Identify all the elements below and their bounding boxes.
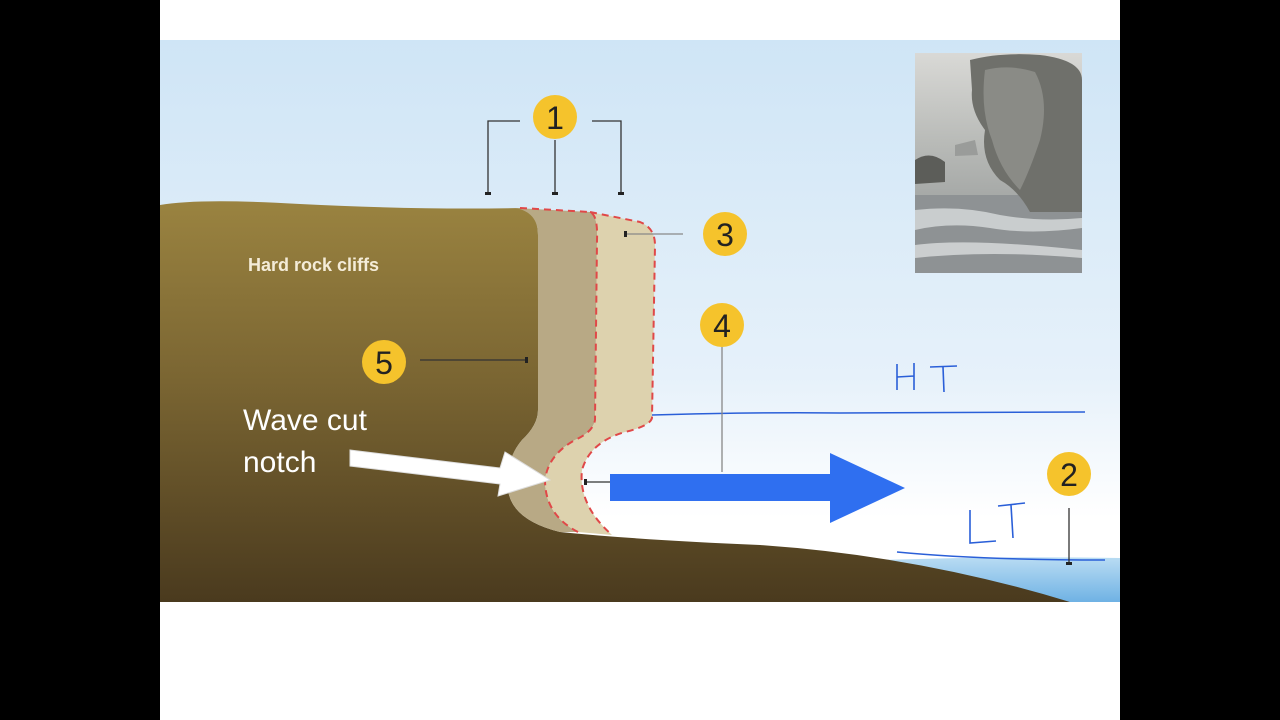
boundary-line-1 [519,207,599,533]
low-tide-handwritten [969,502,1026,544]
leader-lines [420,120,1070,563]
high-tide-line [651,411,1086,416]
svg-text:2: 2 [1060,457,1078,493]
sea-water [880,557,1120,602]
svg-text:5: 5 [375,345,393,381]
hard-rock-cliff [160,201,1070,602]
svg-text:3: 3 [716,217,734,253]
svg-text:1: 1 [546,100,564,136]
high-tide-handwritten [896,363,958,393]
leader-dots [485,192,1072,565]
boundary-line-2 [580,211,657,536]
sea-stack-photo [915,53,1082,273]
eroded-layer-2 [545,212,655,535]
notch-pointer-arrow-icon [349,449,552,497]
wave-cut-notch-label-line2: notch [243,446,316,479]
svg-text:4: 4 [713,308,731,344]
wave-cut-notch-label-line1: Wave cut [243,404,368,437]
marker-1: 1 [533,95,577,139]
low-tide-line [896,551,1106,561]
marker-5: 5 [362,340,406,384]
marker-4: 4 [700,303,744,347]
eroded-layer-1 [507,208,598,532]
hard-rock-cliffs-label: Hard rock cliffs [248,255,379,275]
marker-3: 3 [703,212,747,256]
marker-2: 2 [1047,452,1091,496]
wave-energy-arrow-icon [610,453,905,523]
